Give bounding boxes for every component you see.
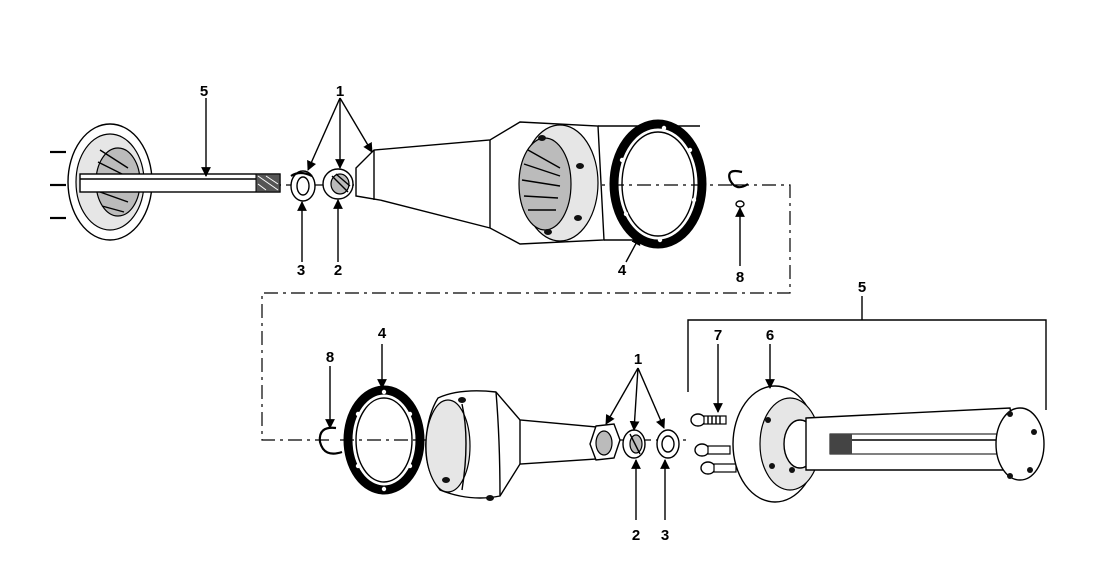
callout-3-top: 3 [297,262,305,279]
bearing-2-bottom [622,429,646,459]
callout-labels: 5 1 3 2 4 8 5 8 4 1 7 6 2 3 [200,83,866,544]
callout-1-bottom: 1 [634,351,642,368]
callout-6-bottom: 6 [766,327,774,344]
bolts-7 [690,413,737,475]
shaft-top [79,173,281,193]
callout-7-bottom: 7 [714,327,722,344]
callout-2-top: 2 [334,262,342,279]
bearing-2-top [322,168,354,200]
gasket-4-top [609,119,707,249]
callout-5-top: 5 [200,83,208,100]
leader-lines [201,97,775,520]
bracket-5-bottom [687,296,1047,410]
callout-8-top: 8 [736,269,744,286]
gasket-4-bottom [343,385,425,495]
housing-bottom [425,390,621,501]
motor-mount-6 [732,385,821,503]
callout-2-bottom: 2 [632,527,640,544]
bearing-3-top [290,170,316,202]
callout-4-top: 4 [618,262,627,279]
callout-8-bottom: 8 [326,349,334,366]
callout-3-bottom: 3 [661,527,669,544]
callout-4-bottom: 4 [378,325,387,342]
callout-1-top: 1 [336,83,344,100]
retaining-ring-8-bottom [318,426,343,455]
retaining-ring-8-top [728,169,749,208]
housing-top [355,121,700,245]
callout-5-bottom: 5 [858,279,866,296]
shaft-assembly-5-bottom [805,407,1045,481]
bearing-3-bottom [656,429,680,459]
